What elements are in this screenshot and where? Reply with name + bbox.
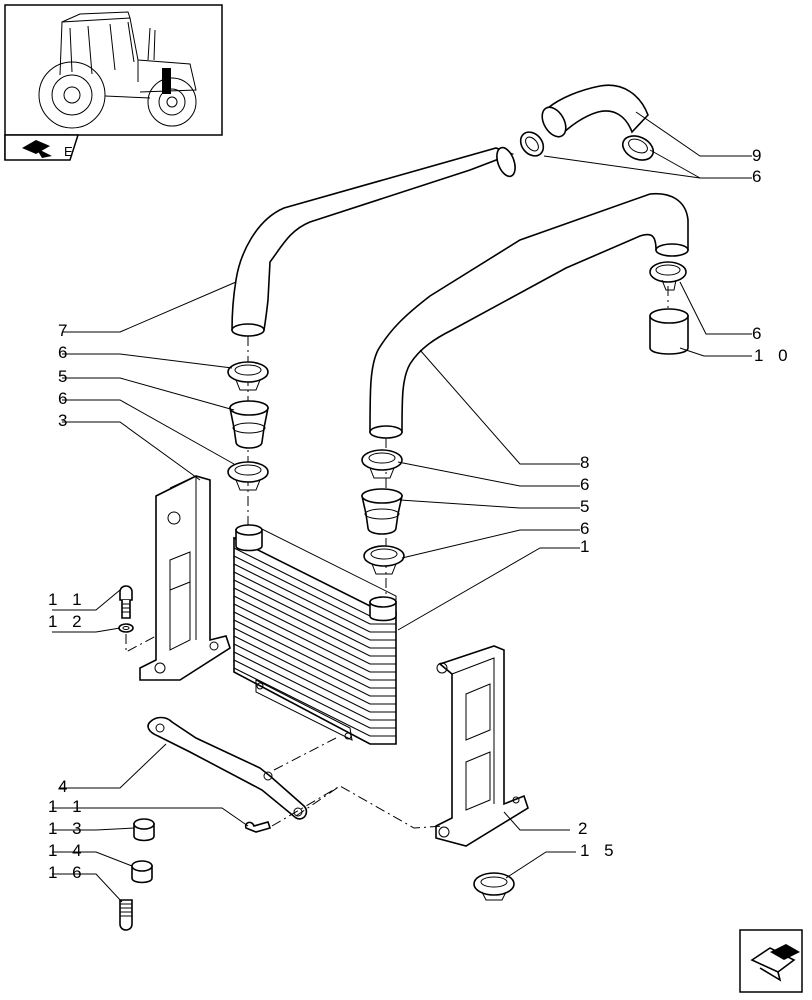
hose-clamp-6-right [649, 261, 687, 291]
callout-6-a: 6 [752, 167, 766, 186]
callout-6-c: 6 [58, 343, 72, 362]
callout-8: 8 [580, 453, 594, 472]
catalog-tab[interactable]: E [4, 134, 80, 161]
pipe-7 [231, 146, 516, 337]
hose-clamp-6-left-lower [227, 461, 269, 491]
callout-5-b: 5 [580, 497, 594, 516]
callout-10: 1 0 [754, 346, 793, 365]
callout-3: 3 [58, 411, 72, 430]
callout-13: 1 3 [48, 819, 87, 838]
hose-clamp-6-upper-left [519, 131, 545, 157]
oil-cooler-1 [233, 524, 397, 745]
callout-14: 1 4 [48, 841, 87, 860]
callout-6-e: 6 [580, 475, 594, 494]
callout-1: 1 [580, 537, 594, 556]
bracket-2 [435, 645, 529, 847]
bracket-3 [139, 475, 231, 681]
bolt-11-lower [244, 821, 272, 833]
leader-lines [52, 111, 752, 903]
hose-sleeve-5-right [361, 488, 403, 535]
bolt-16 [119, 899, 133, 931]
callout-4: 4 [58, 777, 72, 796]
next-page-arrow-icon[interactable] [739, 929, 803, 993]
callout-11-a: 1 1 [48, 590, 87, 609]
callout-7: 7 [58, 321, 72, 340]
callout-5-a: 5 [58, 367, 72, 386]
callout-6-b: 6 [752, 324, 766, 343]
callout-9: 9 [752, 146, 766, 165]
callout-16: 1 6 [48, 863, 87, 882]
callout-6-d: 6 [58, 389, 72, 408]
hose-sleeve-5-left [229, 400, 269, 449]
sleeve-10 [649, 308, 689, 355]
bolt-11-upper [119, 585, 133, 619]
callout-12: 1 2 [48, 612, 87, 631]
thumbnail-label: E [64, 144, 73, 159]
callout-11-b: 1 1 [48, 797, 87, 816]
elbow-hose-9 [541, 84, 649, 138]
hose-clamp-6-mid-lower [363, 545, 405, 575]
nut-13 [133, 818, 155, 842]
hose-clamp-15 [473, 872, 515, 901]
nut-14 [131, 860, 153, 884]
callout-15: 1 5 [580, 841, 619, 860]
callout-2: 2 [578, 819, 592, 838]
hose-clamp-6-mid-upper [361, 449, 403, 479]
hose-clamp-6-upper-right [621, 135, 655, 161]
support-arm-4 [147, 716, 308, 820]
washer-12 [118, 623, 134, 633]
callout-6-f: 6 [580, 519, 594, 538]
pipe-8 [369, 192, 689, 439]
hose-clamp-6-left-upper [227, 361, 269, 391]
tractor-thumbnail[interactable] [4, 4, 223, 160]
